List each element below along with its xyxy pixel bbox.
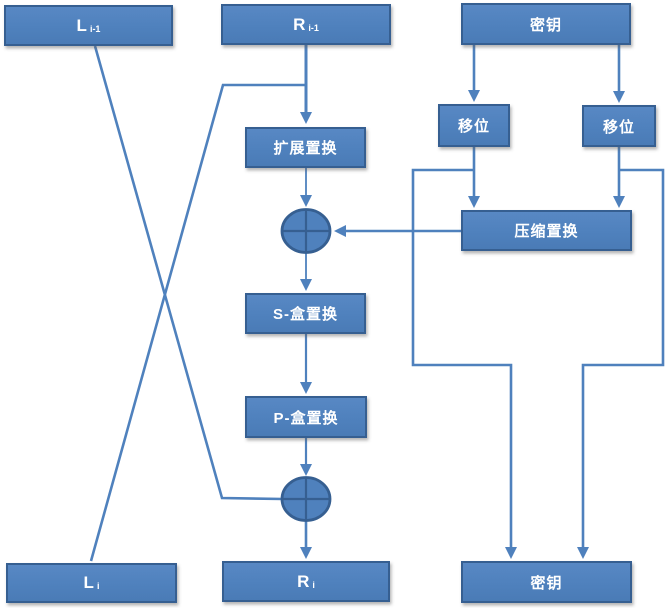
node-r-prev-subscript: i-1 <box>308 22 319 33</box>
connector-shift-left-to-key-bottom <box>411 168 517 559</box>
node-expansion-permutation: 扩展置换 <box>245 127 366 168</box>
node-compression-permutation: 压缩置换 <box>461 210 632 251</box>
node-pbox-permutation: P-盒置换 <box>245 396 367 438</box>
node-key-top-label: 密钥 <box>529 16 562 34</box>
node-expansion-label: 扩展置换 <box>273 140 338 157</box>
node-r-next-label: R <box>297 571 310 591</box>
connector-lprev-to-xor-lower <box>93 45 284 501</box>
connector-shift-right-to-key-bottom <box>577 168 665 559</box>
node-shift-right: 移位 <box>582 105 656 147</box>
node-pbox-label: P-盒置换 <box>273 409 339 427</box>
node-key-bottom-label: 密钥 <box>530 574 563 592</box>
node-shift-left: 移位 <box>438 104 510 147</box>
node-sbox-permutation: S-盒置换 <box>245 293 366 334</box>
node-l-prev-label: L <box>76 15 87 35</box>
node-shift-left-label: 移位 <box>457 118 490 135</box>
connector-rprev-to-lnext <box>89 83 306 562</box>
node-sbox-label: S-盒置换 <box>272 306 338 323</box>
node-compression-label: 压缩置换 <box>514 223 579 240</box>
node-r-prev-label: R <box>293 14 306 34</box>
node-key-top: 密钥 <box>461 3 631 45</box>
node-l-next-subscript: i <box>96 581 100 591</box>
node-r-next-subscript: i <box>312 579 315 590</box>
xor-lower-circle-icon <box>280 476 332 522</box>
node-l-prev-subscript: i-1 <box>89 23 101 34</box>
node-key-bottom: 密钥 <box>461 561 632 603</box>
node-shift-right-label: 移位 <box>602 118 635 136</box>
xor-upper-circle-icon <box>280 208 332 254</box>
node-l-next-label: L <box>83 573 94 592</box>
